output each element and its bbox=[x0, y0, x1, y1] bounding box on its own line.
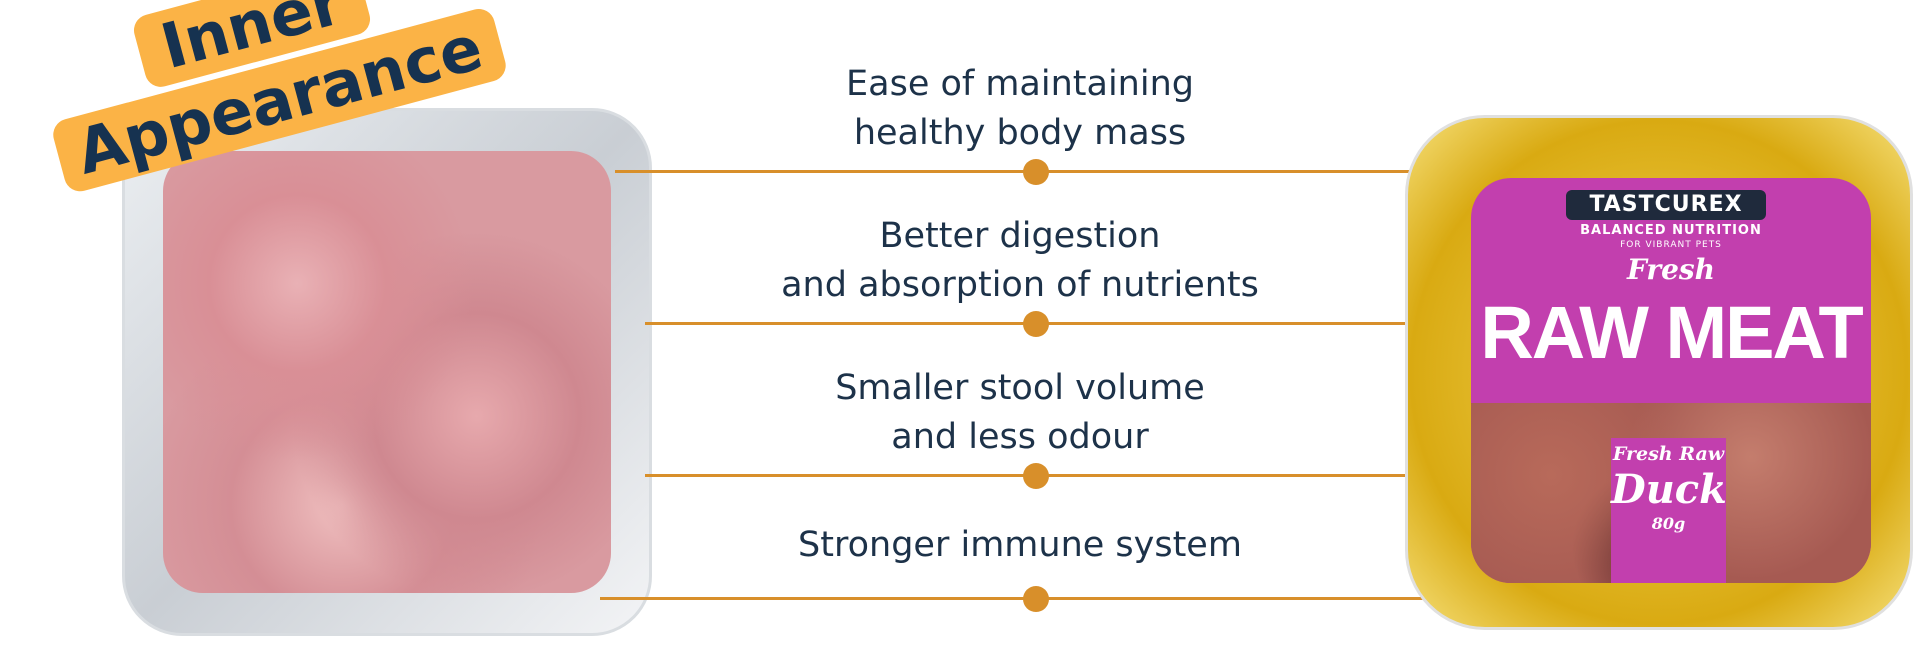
benefit-line: healthy body mass bbox=[853, 113, 1187, 153]
tagline: BALANCED NUTRITION bbox=[1580, 223, 1762, 238]
benefit-stool: Smaller stool volume and less odour bbox=[620, 364, 1420, 462]
benefit-body-mass: Ease of maintaining healthy body mass bbox=[620, 60, 1420, 158]
bullet-dot bbox=[1023, 463, 1049, 489]
script-title: Fresh bbox=[1626, 253, 1716, 286]
raw-meat-contents bbox=[163, 151, 611, 593]
bullet-dot bbox=[1023, 159, 1049, 185]
benefit-line: and absorption of nutrients bbox=[781, 265, 1259, 305]
brand-logo: TASTCUREX bbox=[1566, 190, 1766, 220]
benefit-line: and less odour bbox=[891, 417, 1149, 457]
benefit-line: Ease of maintaining bbox=[846, 64, 1194, 104]
variant-script: Fresh Raw bbox=[1612, 443, 1725, 465]
inner-tray-image bbox=[122, 108, 652, 636]
benefit-line: Smaller stool volume bbox=[835, 368, 1205, 408]
variant-box: Fresh Raw Duck 80g bbox=[1611, 438, 1727, 583]
benefit-immune: Stronger immune system bbox=[620, 521, 1420, 570]
benefit-line: Stronger immune system bbox=[798, 525, 1242, 565]
variant-name: Duck bbox=[1611, 466, 1727, 513]
product-package: TASTCUREX BALANCED NUTRITION FOR VIBRANT… bbox=[1405, 115, 1913, 630]
benefit-line: Better digestion bbox=[879, 216, 1161, 256]
weight: 80g bbox=[1651, 514, 1686, 533]
bullet-dot bbox=[1023, 311, 1049, 337]
bullet-dot bbox=[1023, 586, 1049, 612]
product-label: TASTCUREX BALANCED NUTRITION FOR VIBRANT… bbox=[1471, 178, 1871, 583]
product-title: RAW MEAT bbox=[1480, 291, 1863, 374]
sub-tagline: FOR VIBRANT PETS bbox=[1620, 240, 1722, 250]
benefit-digestion: Better digestion and absorption of nutrie… bbox=[620, 212, 1420, 310]
